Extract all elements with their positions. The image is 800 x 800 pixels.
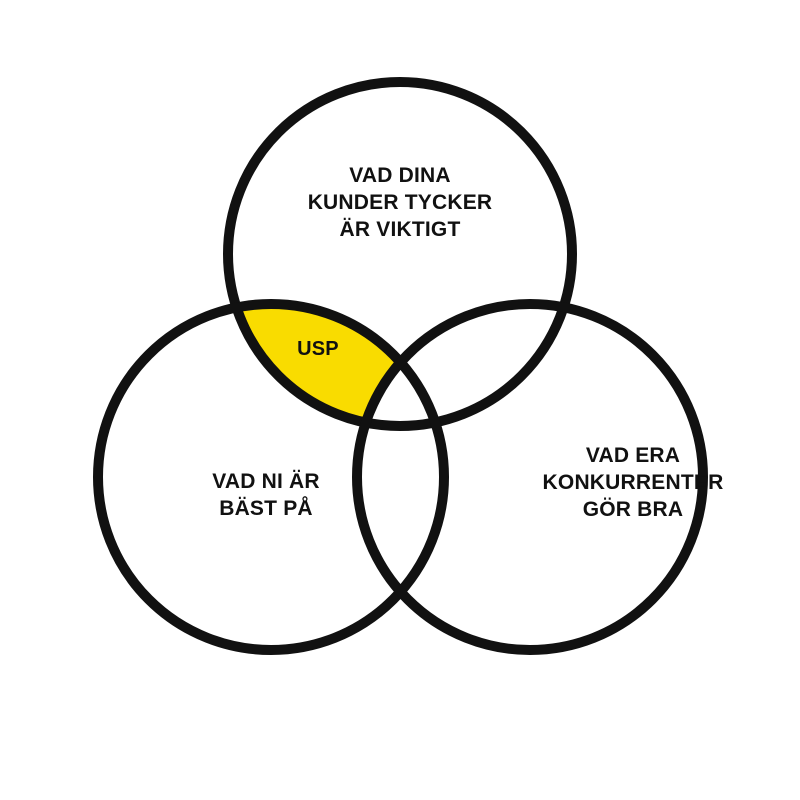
- circle-outline-right: [352, 299, 708, 655]
- circle-outline-left: [93, 299, 449, 655]
- circle-outline-top: [223, 77, 577, 431]
